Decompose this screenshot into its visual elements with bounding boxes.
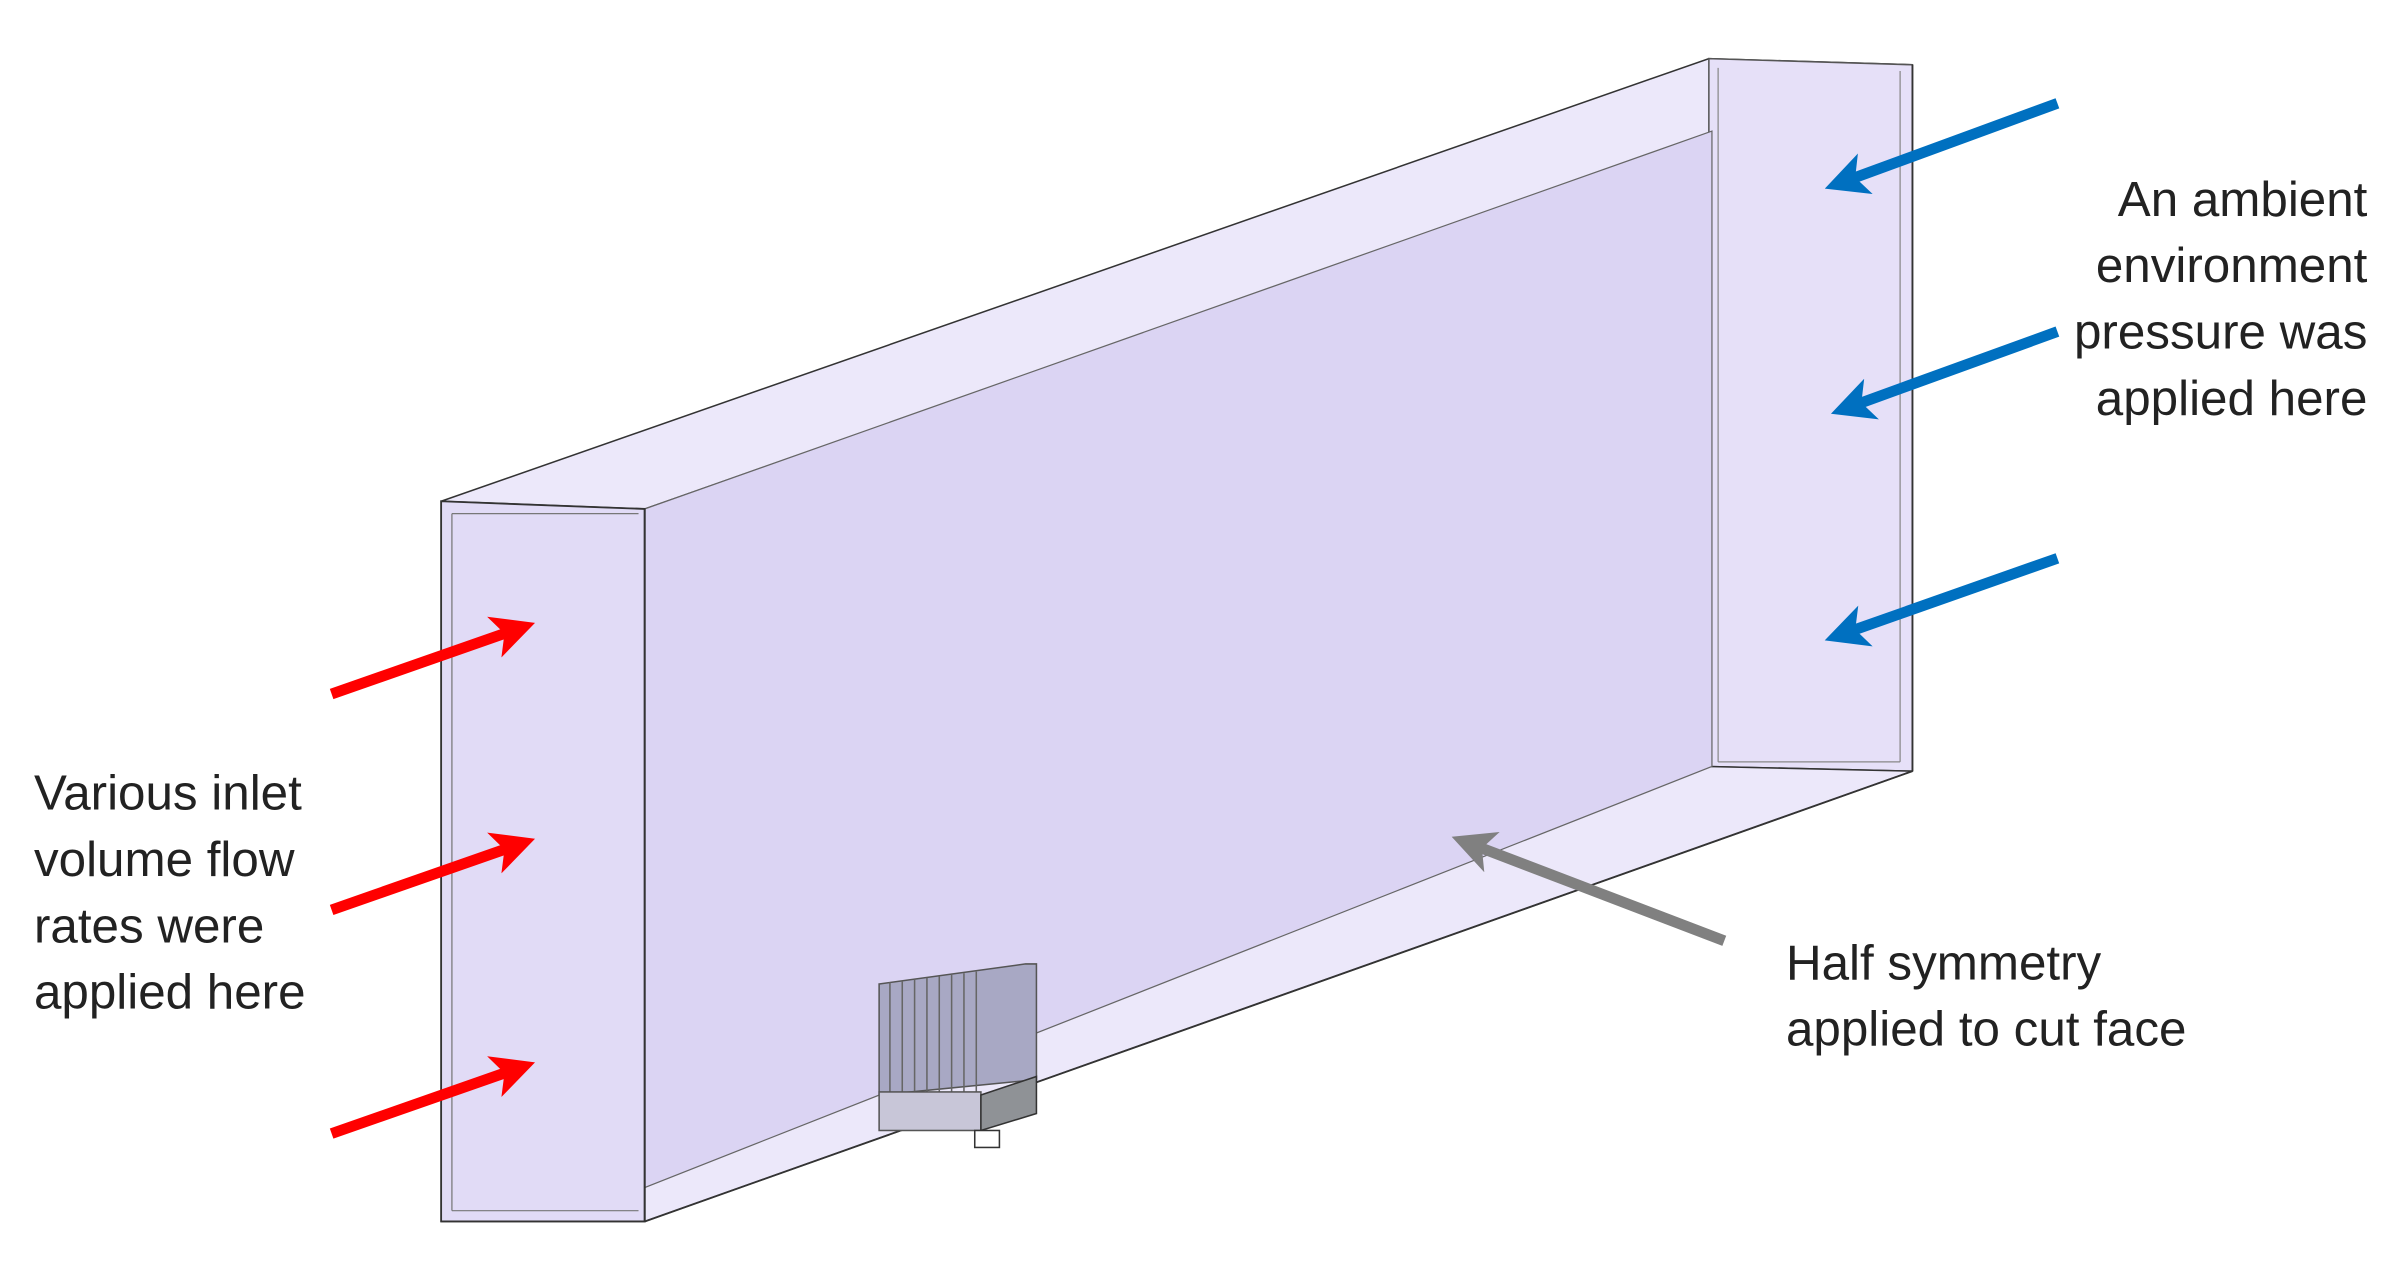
outlet-arrow-icon [1824, 553, 2060, 647]
symmetry-label: Half symmetry applied to cut face [1786, 935, 2187, 1056]
outlet-arrow-icon [1830, 326, 2060, 420]
symmetry-label-line: Half symmetry [1786, 935, 2102, 990]
outlet-arrow-icon [1824, 98, 2060, 195]
outlet-label-line: environment [2096, 238, 2368, 293]
outlet-arrows [1824, 98, 2060, 647]
inlet-arrow-icon [329, 832, 536, 916]
inlet-arrow-icon [329, 616, 536, 700]
outlet-label-line: pressure was [2074, 305, 2367, 360]
outlet-label: An ambient environment pressure was appl… [2074, 172, 2368, 426]
inlet-label-line: applied here [34, 965, 306, 1020]
outlet-label-line: applied here [2096, 371, 2368, 426]
symmetry-arrow-icon [1451, 831, 1727, 946]
inlet-label: Various inlet volume flow rates were app… [34, 766, 306, 1020]
outlet-label-line: An ambient [2118, 172, 2368, 227]
inlet-label-line: volume flow [34, 832, 295, 887]
inlet-arrows [329, 616, 536, 1139]
inlet-label-line: Various inlet [34, 766, 302, 821]
inlet-label-line: rates were [34, 898, 264, 953]
symmetry-label-line: applied to cut face [1786, 1002, 2187, 1057]
inlet-arrow-icon [329, 1056, 536, 1139]
heat-sink [878, 963, 1038, 1149]
fluid-domain-box [440, 57, 1914, 1223]
